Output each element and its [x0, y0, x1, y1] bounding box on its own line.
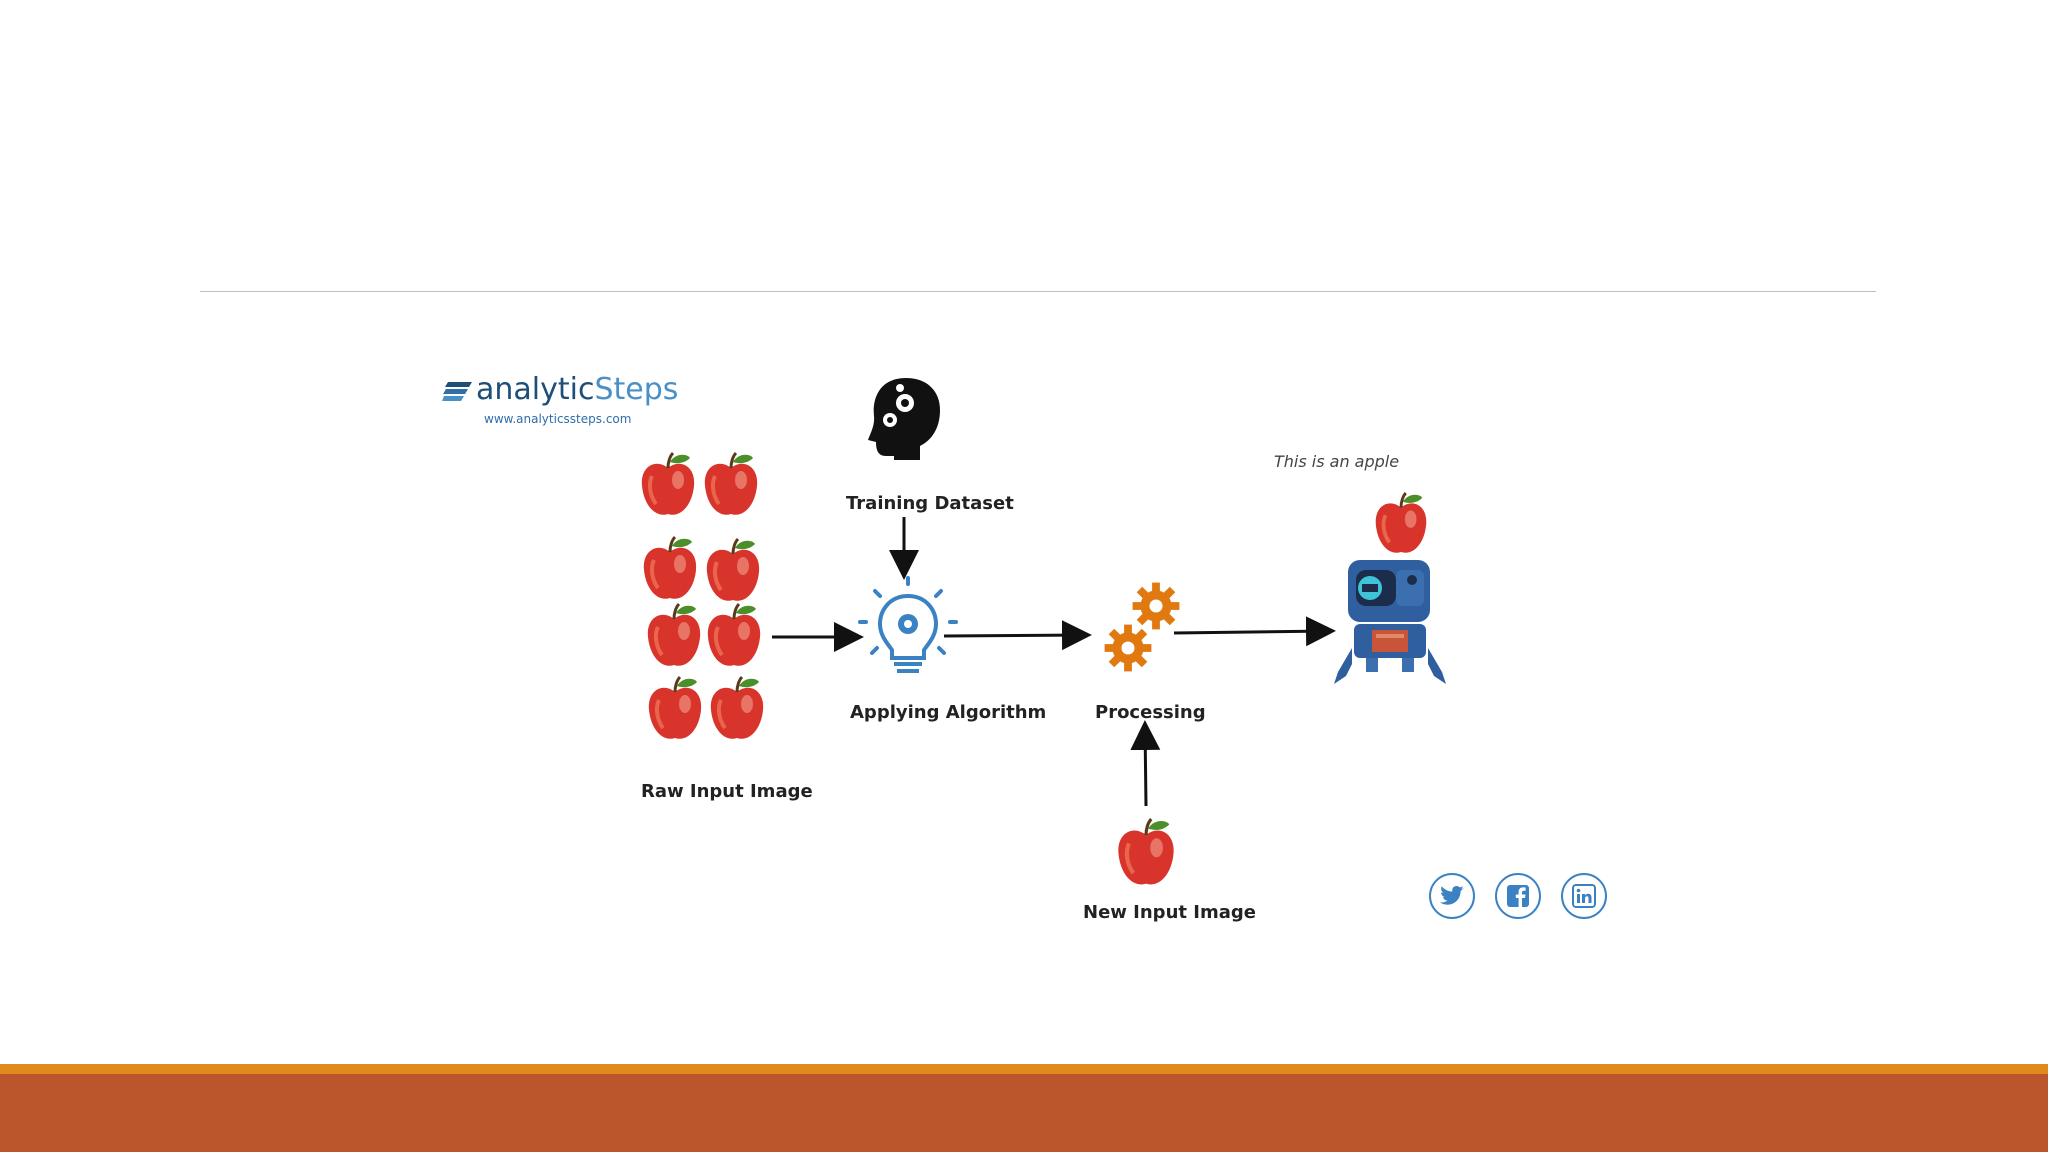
new-input-apple-icon — [1118, 819, 1173, 884]
applying-algorithm-label: Applying Algorithm — [850, 702, 1046, 723]
apple-icon — [649, 677, 701, 739]
apple-icon — [708, 604, 760, 666]
processing-label: Processing — [1095, 702, 1206, 723]
apple-icon — [644, 537, 696, 599]
footer-band — [0, 1074, 2048, 1152]
apple-icon — [648, 604, 700, 666]
new-input-image-label: New Input Image — [1083, 902, 1256, 923]
raw-input-image-label: Raw Input Image — [641, 781, 813, 802]
arrow-algorithm-to-processing — [944, 635, 1086, 636]
robot-icon — [1334, 560, 1446, 684]
raw-input-apples — [642, 453, 763, 739]
facebook-icon[interactable] — [1495, 873, 1541, 919]
apple-icon — [642, 453, 694, 515]
apple-icon — [707, 539, 759, 601]
apple-icon — [705, 453, 757, 515]
brain-gears-icon — [868, 378, 940, 460]
output-caption: This is an apple — [1274, 452, 1399, 471]
flow-arrows — [772, 517, 1330, 806]
output-apple-icon — [1376, 493, 1427, 553]
apple-icon — [711, 677, 763, 739]
training-dataset-label: Training Dataset — [846, 493, 1014, 514]
arrow-processing-to-robot — [1174, 631, 1330, 633]
lightbulb-gear-icon — [860, 578, 956, 673]
arrow-newinput-to-processing — [1145, 726, 1146, 806]
gears-icon — [1105, 583, 1180, 672]
footer-accent-stripe — [0, 1064, 2048, 1074]
linkedin-icon[interactable] — [1561, 873, 1607, 919]
twitter-icon[interactable] — [1429, 873, 1475, 919]
